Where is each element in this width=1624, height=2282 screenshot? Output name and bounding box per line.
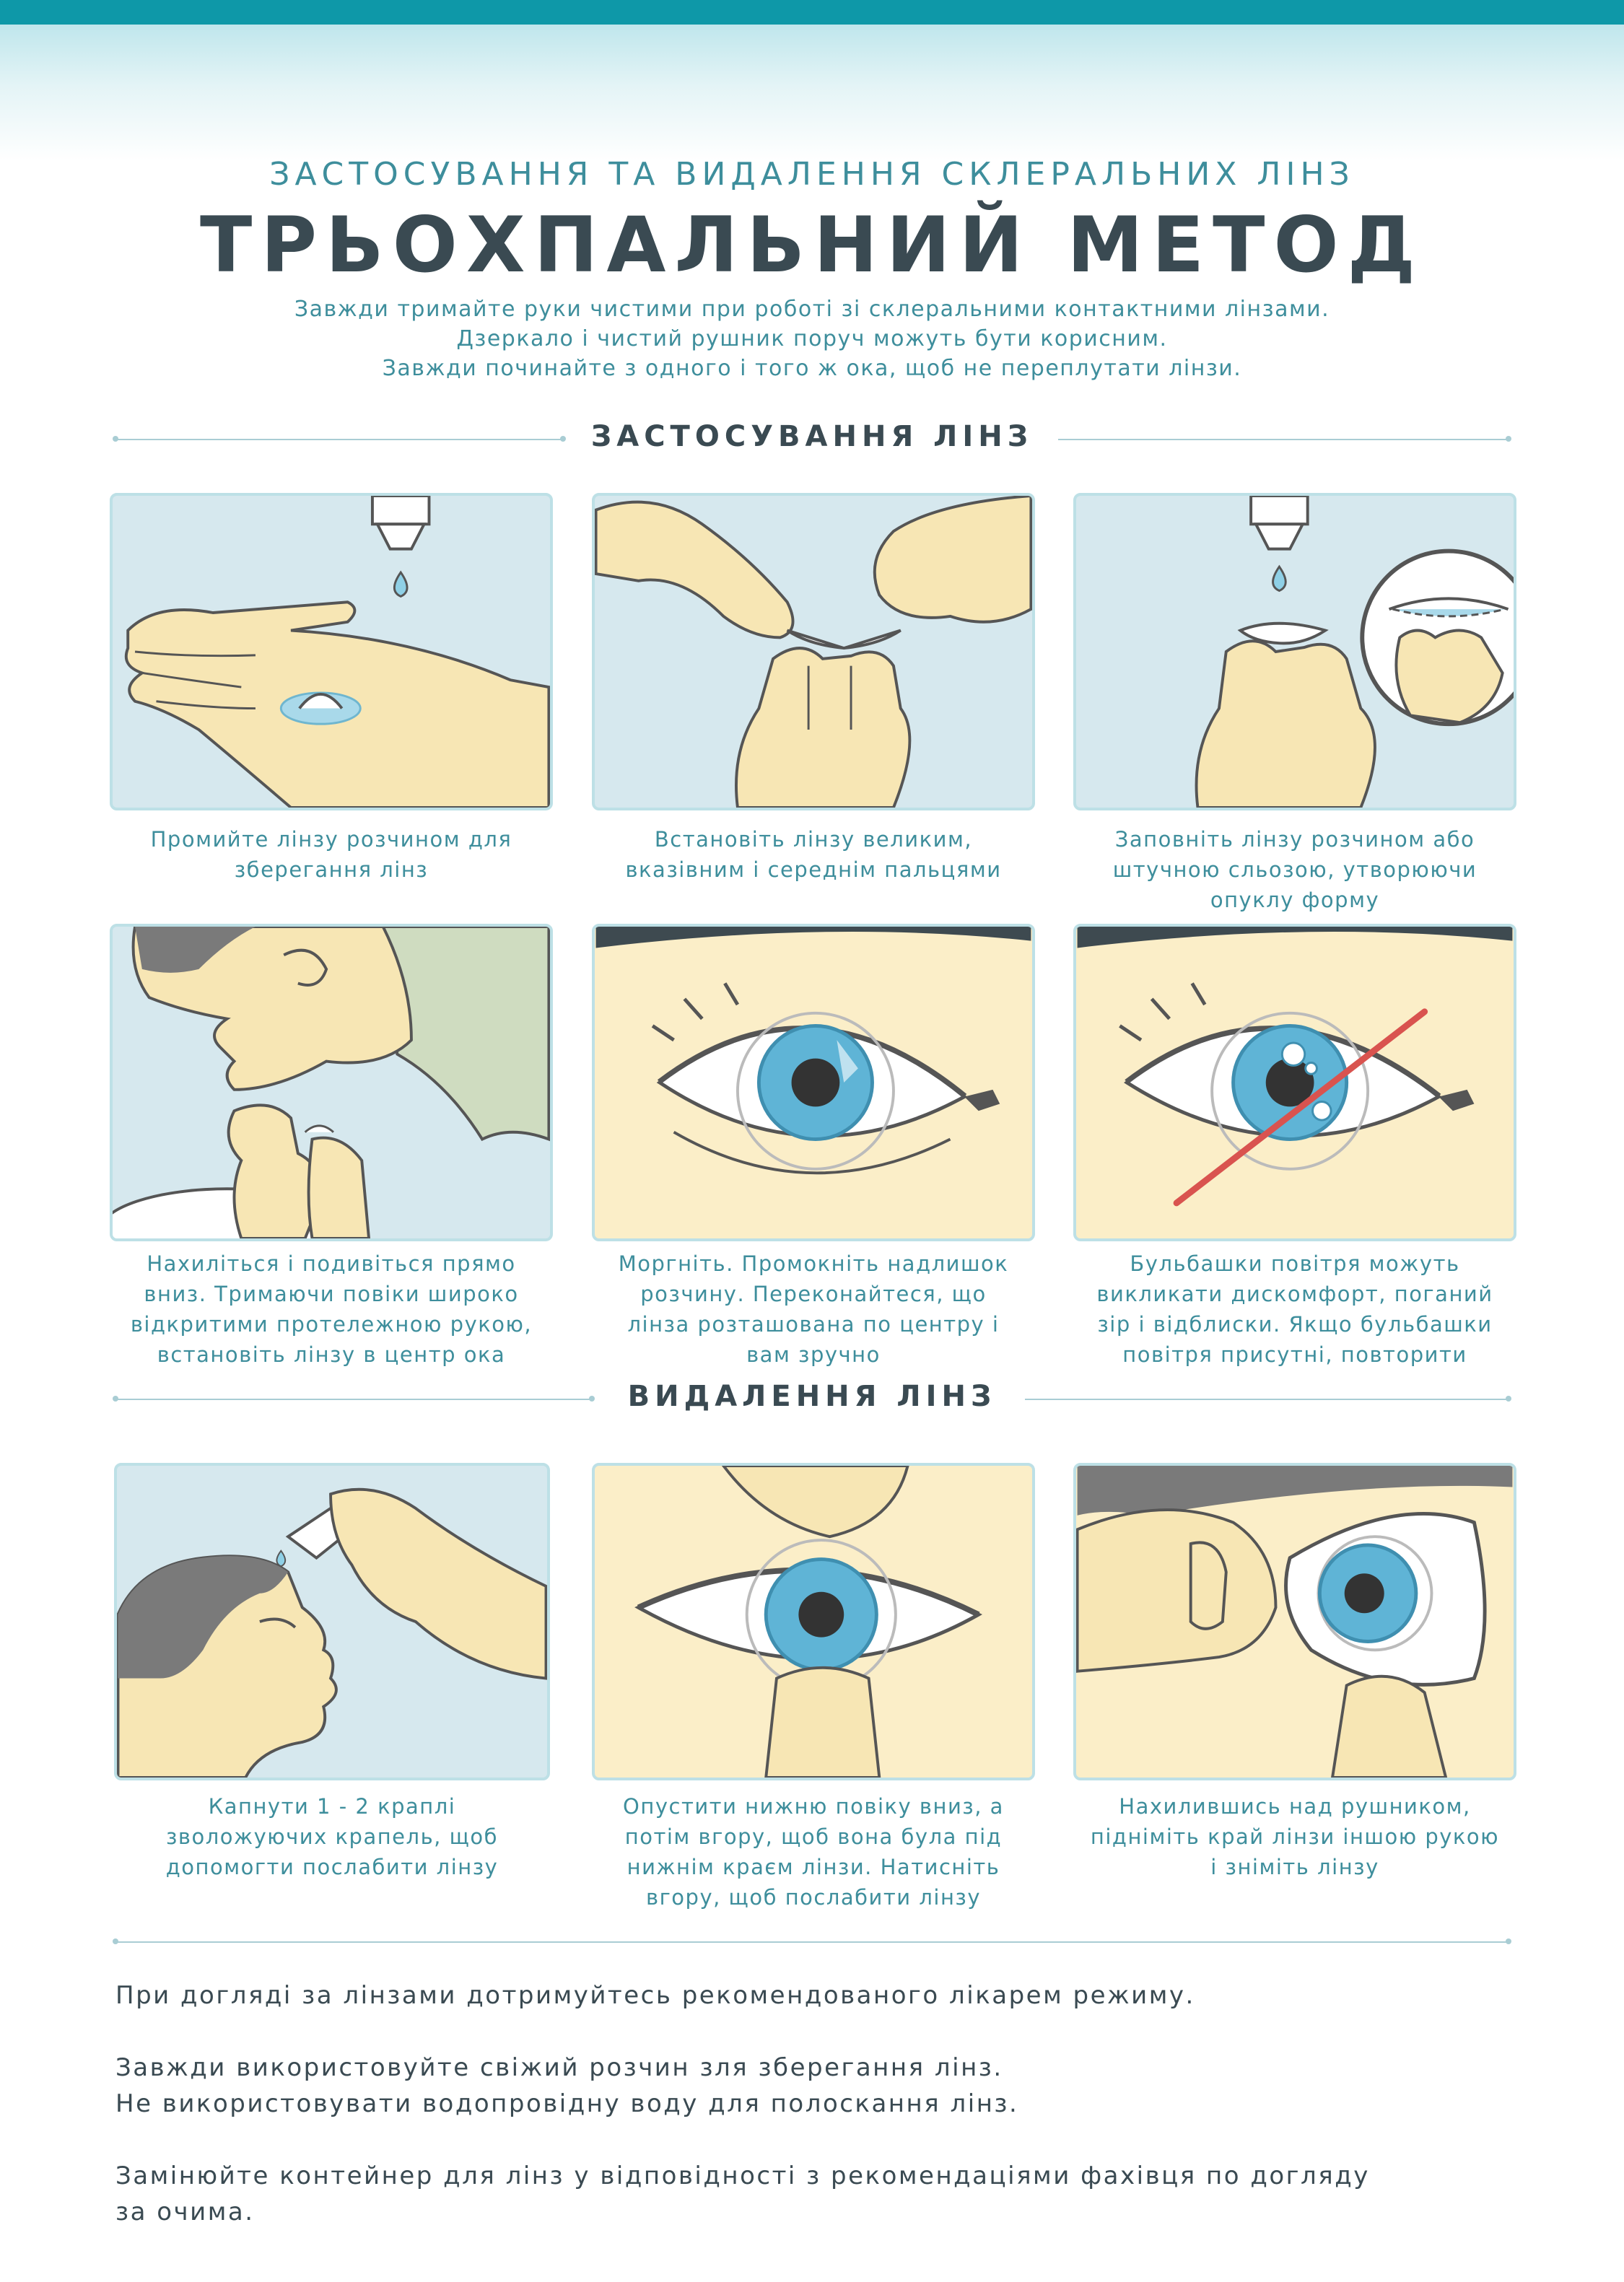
step-5-caption: Моргніть. Промокніть надлишок розчину. П… <box>592 1249 1035 1370</box>
section-title-remove: ВИДАЛЕННЯ ЛІНЗ <box>627 1380 997 1413</box>
caption-line: відкритими протележною рукою, <box>130 1312 533 1337</box>
caption-line: Заповніть лінзу розчином або <box>1114 827 1475 852</box>
caption-line: підніміть край лінзи іншою рукою <box>1090 1824 1500 1849</box>
step-2-illustration <box>592 493 1035 810</box>
intro-line: Завжди починайте з одного і того ж ока, … <box>382 356 1242 381</box>
footer-line: Завжди використовуйте свіжий розчин зля … <box>115 2053 1003 2082</box>
step-7-illustration <box>114 1463 550 1780</box>
caption-line: опуклу форму <box>1210 888 1380 912</box>
step-9-illustration <box>1073 1463 1516 1780</box>
section-title-apply: ЗАСТОСУВАННЯ ЛІНЗ <box>590 420 1034 453</box>
caption-line: потім вгору, щоб вона була під <box>624 1824 1003 1849</box>
caption-line: і зніміть лінзу <box>1210 1855 1379 1879</box>
caption-line: вказівним і середнім пальцями <box>625 857 1002 882</box>
caption-line: Промийте лінзу розчином для <box>150 827 512 852</box>
caption-line: викликати дискомфорт, поганий <box>1096 1282 1493 1306</box>
caption-line: Бульбашки повітря можуть <box>1130 1251 1460 1276</box>
step-9-caption: Нахилившись над рушником, підніміть край… <box>1073 1791 1516 1882</box>
caption-line: зберегання лінз <box>234 857 429 882</box>
top-accent-band <box>0 0 1624 25</box>
section-divider <box>113 436 566 442</box>
section-divider <box>1058 436 1511 442</box>
step-2-caption: Встановіть лінзу великим, вказівним і се… <box>592 824 1035 885</box>
step-4-illustration <box>110 924 553 1241</box>
section-divider <box>1025 1396 1511 1402</box>
footer-note-2: Завжди використовуйте свіжий розчин зля … <box>115 2050 1530 2122</box>
caption-line: лінза розташована по центру і <box>627 1312 1000 1337</box>
centered-lens-eye-icon <box>595 927 1031 1175</box>
footer-line: за очима. <box>115 2198 255 2226</box>
caption-line: допомогти послабити лінзу <box>165 1855 499 1879</box>
footer-divider <box>113 1938 1511 1944</box>
step-1-caption: Промийте лінзу розчином для зберегання л… <box>110 824 553 885</box>
step-1-illustration <box>110 493 553 810</box>
fill-lens-icon <box>1195 496 1514 808</box>
caption-line: вгору, щоб послабити лінзу <box>645 1885 982 1910</box>
section-divider <box>113 1396 595 1402</box>
palm-lens-rinse-icon <box>124 496 550 808</box>
caption-line: Нахиліться і подивіться прямо <box>147 1251 516 1276</box>
footer-line: Не використовувати водопровідну воду для… <box>115 2089 1019 2118</box>
caption-line: Встановіть лінзу великим, <box>654 827 973 852</box>
air-bubbles-eye-icon <box>1077 927 1513 1207</box>
step-6-caption: Бульбашки повітря можуть викликати диско… <box>1073 1249 1516 1370</box>
footer-line: Замінюйте контейнер для лінз у відповідн… <box>115 2161 1370 2190</box>
intro-line: Завжди тримайте руки чистими при роботі … <box>294 297 1330 322</box>
lift-lens-edge-icon <box>1076 1466 1513 1778</box>
caption-line: розчину. Переконайтеся, що <box>640 1282 987 1306</box>
footer-note-3: Замінюйте контейнер для лінз у відповідн… <box>115 2158 1530 2230</box>
step-8-illustration <box>592 1463 1035 1780</box>
eye-drops-icon <box>117 1487 547 1778</box>
caption-line: вниз. Тримаючи повіки широко <box>144 1282 519 1306</box>
step-3-illustration <box>1073 493 1516 810</box>
footer-line: При догляді за лінзами дотримуйтесь реко… <box>115 1981 1195 2010</box>
page-title: ТРЬОХПАЛЬНИЙ МЕТОД <box>200 201 1424 289</box>
caption-line: повітря присутні, повторити <box>1122 1342 1467 1367</box>
footer-note-1: При догляді за лінзами дотримуйтесь реко… <box>115 1977 1530 2014</box>
caption-line: Капнути 1 - 2 краплі <box>208 1794 456 1819</box>
step-8-caption: Опустити нижню повіку вниз, а потім вгор… <box>592 1791 1035 1912</box>
caption-line: Нахилившись над рушником, <box>1119 1794 1471 1819</box>
page-subtitle: ЗАСТОСУВАННЯ ТА ВИДАЛЕННЯ СКЛЕРАЛЬНИХ ЛІ… <box>269 156 1355 193</box>
intro-text: Завжди тримайте руки чистими при роботі … <box>0 294 1624 383</box>
caption-line: Моргніть. Промокніть надлишок <box>618 1251 1009 1276</box>
caption-line: Опустити нижню повіку вниз, а <box>623 1794 1004 1819</box>
caption-line: встановіть лінзу в центр ока <box>157 1342 506 1367</box>
intro-line: Дзеркало і чистий рушник поруч можуть бу… <box>456 326 1168 351</box>
step-3-caption: Заповніть лінзу розчином або штучною сль… <box>1073 824 1516 915</box>
caption-line: штучною сльозою, утворюючи <box>1112 857 1477 882</box>
caption-line: зір і відблиски. Якщо бульбашки <box>1097 1312 1493 1337</box>
step-7-caption: Капнути 1 - 2 краплі зволожуючих крапель… <box>114 1791 550 1882</box>
lower-lid-press-icon <box>634 1466 982 1778</box>
caption-line: нижнім краєм лінзи. Натисніть <box>627 1855 1000 1879</box>
top-gradient <box>0 25 1624 162</box>
caption-line: вам зручно <box>746 1342 881 1367</box>
insert-lens-icon <box>113 927 550 1238</box>
three-finger-lens-icon <box>595 496 1032 808</box>
step-5-illustration <box>592 924 1035 1241</box>
step-6-illustration <box>1073 924 1516 1241</box>
step-4-caption: Нахиліться і подивіться прямо вниз. Трим… <box>110 1249 553 1370</box>
caption-line: зволожуючих крапель, щоб <box>165 1824 499 1849</box>
